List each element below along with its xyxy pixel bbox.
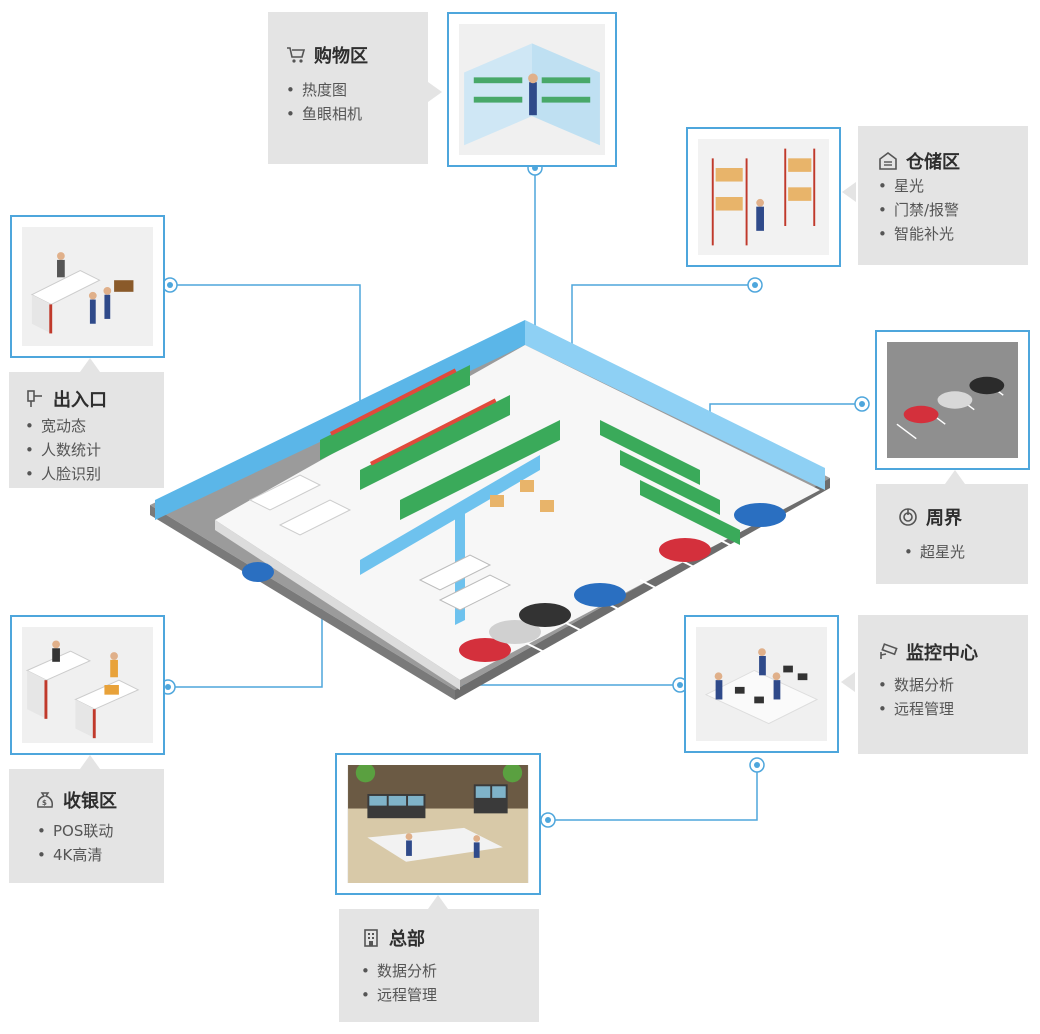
- cashier-zone-title-text: 收银区: [63, 791, 117, 812]
- monitoring-center-title: 监控中心: [878, 639, 978, 665]
- monitoring-center-item: 数据分析: [878, 673, 954, 697]
- entrance-zone-title-text: 出入口: [53, 390, 107, 411]
- perimeter-zone-card: 周界 超星光: [876, 484, 1028, 584]
- cashier-zone-item: POS联动: [37, 819, 113, 843]
- entrance-zone-title: 出入口: [25, 386, 107, 412]
- perimeter-zone-image: [875, 330, 1030, 470]
- perimeter-zone-title: 周界: [898, 504, 962, 530]
- shopping-zone-card: 购物区 热度图 鱼眼相机: [268, 12, 428, 164]
- headquarters-card: 总部 数据分析 远程管理: [339, 909, 539, 1022]
- back-wall-left: [155, 320, 525, 520]
- building-icon: [361, 928, 381, 948]
- shopping-zone-title-text: 购物区: [314, 46, 368, 67]
- headquarters-title: 总部: [361, 925, 425, 951]
- entrance-zone-item: 人脸识别: [25, 462, 101, 486]
- partition-wall: [360, 455, 540, 575]
- warehouse-zone-item: 智能补光: [878, 222, 959, 246]
- perimeter-zone-item: 超星光: [904, 540, 965, 564]
- store-floorplan-illustration: [150, 320, 830, 700]
- svg-text:$: $: [42, 799, 47, 807]
- store-floor: [215, 345, 820, 680]
- entrance-zone-item: 人数统计: [25, 438, 101, 462]
- warehouse-zone-card: 仓储区 星光 门禁/报警 智能补光: [858, 126, 1028, 265]
- warehouse-icon: [878, 151, 898, 171]
- headquarters-item: 数据分析: [361, 959, 437, 983]
- shopping-cart-icon: [286, 45, 306, 65]
- turnstile-icon: [25, 389, 45, 409]
- headquarters-title-text: 总部: [389, 929, 425, 950]
- entrance-zone-image: [10, 215, 165, 358]
- shopping-zone-item: 鱼眼相机: [286, 102, 362, 126]
- warehouse-zone-item: 星光: [878, 174, 959, 198]
- monitoring-center-item: 远程管理: [878, 697, 954, 721]
- connector-headquarters: [548, 765, 758, 821]
- perimeter-icon: [898, 507, 918, 527]
- cashier-zone-title: $ 收银区: [35, 787, 117, 813]
- money-bag-icon: $: [35, 790, 55, 810]
- monitoring-center-image: [684, 615, 839, 753]
- cashier-zone-item: 4K高清: [37, 843, 113, 867]
- monitoring-center-card: 监控中心 数据分析 远程管理: [858, 615, 1028, 754]
- warehouse-zone-title: 仓储区: [878, 148, 960, 174]
- headquarters-image: [335, 753, 541, 895]
- warehouse-zone-title-text: 仓储区: [906, 152, 960, 173]
- entrance-zone-card: 出入口 宽动态 人数统计 人脸识别: [9, 372, 164, 488]
- cctv-camera-icon: [878, 642, 898, 662]
- shopping-zone-title: 购物区: [286, 42, 368, 68]
- warehouse-zone-item: 门禁/报警: [878, 198, 959, 222]
- cashier-zone-card: $ 收银区 POS联动 4K高清: [9, 769, 164, 883]
- cashier-zone-image: [10, 615, 165, 755]
- shelves: [320, 365, 740, 545]
- parked-cars: [242, 503, 786, 662]
- perimeter-zone-title-text: 周界: [926, 508, 962, 529]
- headquarters-item: 远程管理: [361, 983, 437, 1007]
- shopping-zone-image: [447, 12, 617, 167]
- warehouse-zone-image: [686, 127, 841, 267]
- entrance-zone-item: 宽动态: [25, 414, 101, 438]
- back-wall-right: [525, 320, 825, 490]
- shopping-zone-item: 热度图: [286, 78, 362, 102]
- monitoring-center-title-text: 监控中心: [906, 643, 978, 664]
